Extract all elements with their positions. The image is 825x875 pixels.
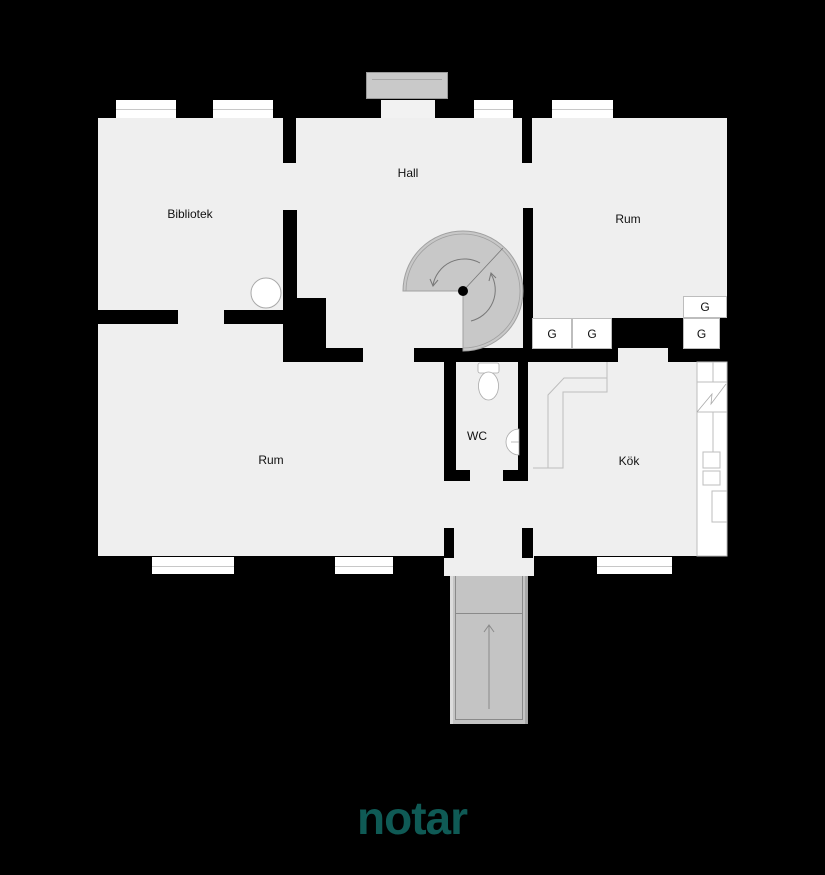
floor-hall-bibliotek-link [178, 310, 224, 326]
wall-block-ledge [283, 348, 363, 362]
wall-hall-south [414, 348, 618, 362]
floor-kok-link [618, 348, 668, 364]
wall-hall-bibliotek-upper [283, 118, 296, 163]
wall-corridor-west [444, 528, 454, 558]
window [116, 100, 176, 118]
wall-kok-north-right [668, 348, 727, 362]
room-label-rum-ne: Rum [615, 212, 641, 226]
entry-top-opening [381, 100, 435, 118]
appliance-g-3: G [683, 296, 727, 318]
wall-wc-west [444, 362, 456, 474]
room-label-hall: Hall [397, 166, 419, 180]
wall-wc-west-foot [444, 470, 470, 481]
wall-wc-east-foot [503, 470, 528, 481]
window [213, 100, 273, 118]
appliance-g-1: G [532, 318, 572, 349]
window [597, 557, 672, 574]
window [474, 100, 513, 118]
entry-step-line [455, 613, 523, 614]
wall-hall-rum-lower [523, 208, 533, 362]
room-label-rum-sw: Rum [258, 453, 284, 467]
floor-rum-ne [530, 118, 727, 318]
wall-corridor-east [522, 528, 533, 558]
floor-bibliotek [98, 118, 286, 310]
entry-steps-inner [455, 576, 523, 720]
room-label-wc: WC [467, 429, 487, 443]
appliance-g-2: G [572, 318, 612, 349]
appliance-g-4: G [683, 318, 720, 349]
brand-logo: notar [357, 792, 468, 844]
chimney-inner [372, 79, 442, 99]
floor-kok [518, 362, 727, 556]
window [152, 557, 234, 574]
room-label-kok: Kök [618, 454, 640, 468]
wall-bibliotek-south-right [224, 310, 286, 324]
room-label-bibliotek: Bibliotek [167, 207, 213, 221]
chimney [366, 72, 448, 99]
entry-bottom-opening [462, 557, 516, 575]
wall-rum-ne-east-lower [720, 318, 728, 362]
window [335, 557, 393, 574]
window [552, 100, 613, 118]
floor-hall-rum-link [362, 348, 416, 364]
wall-wc-east [518, 362, 528, 481]
wall-bibliotek-south-left [98, 310, 177, 324]
wall-hall-rum-upper [522, 118, 532, 163]
